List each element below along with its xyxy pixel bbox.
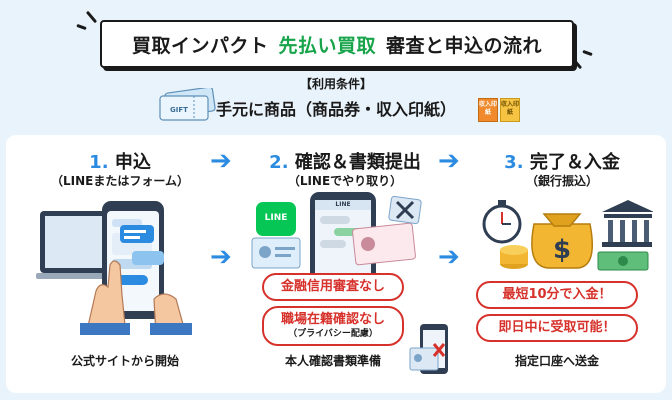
arrow-right-icon: ➔ bbox=[438, 146, 460, 176]
revenue-stamp-icon: 収入印紙 bbox=[478, 98, 498, 122]
step-1-subtitle: （LINEまたはフォーム） bbox=[51, 174, 189, 188]
svg-text:$: $ bbox=[553, 235, 571, 265]
revenue-stamp-icon: 収入印紙 bbox=[500, 98, 520, 122]
decoration-spark bbox=[76, 23, 87, 31]
smartphone-application-illustration bbox=[36, 195, 206, 336]
same-day-receipt-badge: 即日中に受取可能！ bbox=[476, 314, 638, 342]
phone-document-icon bbox=[408, 322, 454, 380]
step-2-caption: 本人確認書類準備 bbox=[284, 354, 381, 368]
step-2-title: 2. 確認＆書類提出 bbox=[269, 152, 421, 173]
title-text-part1: 買取インパクト bbox=[131, 34, 269, 57]
step-3-caption: 指定口座へ送金 bbox=[514, 354, 599, 368]
decoration-spark bbox=[582, 49, 593, 57]
step-3-title: 3. 完了＆入金 bbox=[504, 152, 620, 173]
no-workplace-check-badge: 職場在籍確認なし （プライバシー配慮） bbox=[262, 306, 404, 346]
money-bank-illustration: $ bbox=[478, 194, 654, 274]
decoration-spark bbox=[85, 10, 98, 24]
phone-header-label: LINE bbox=[335, 201, 351, 208]
arrow-right-icon: ➔ bbox=[210, 242, 232, 272]
line-logo: LINE bbox=[264, 213, 288, 223]
step-1-title: 1. 申込 bbox=[89, 152, 151, 173]
step-2-subtitle: （LINEでやり取り） bbox=[287, 174, 403, 188]
title-text-part2: 審査と申込の流れ bbox=[386, 34, 543, 57]
gift-card-icon: GIFT bbox=[158, 86, 216, 122]
page-title: 買取インパクト 先払い買取 審査と申込の流れ bbox=[100, 20, 574, 68]
step-3-subtitle: （銀行振込） bbox=[525, 174, 598, 188]
arrow-right-icon: ➔ bbox=[210, 146, 232, 176]
conditions-label: 【利用条件】 bbox=[299, 77, 372, 91]
no-credit-check-badge: 金融信用審査なし bbox=[262, 273, 404, 301]
arrow-right-icon: ➔ bbox=[438, 242, 460, 272]
gift-card-label: GIFT bbox=[170, 106, 188, 114]
fastest-deposit-badge: 最短10分で入金！ bbox=[476, 281, 638, 309]
title-highlight: 先払い買取 bbox=[278, 34, 376, 57]
step-1-caption: 公式サイトから開始 bbox=[70, 354, 179, 368]
conditions-text: 手元に商品（商品券・収入印紙） bbox=[215, 100, 456, 119]
line-document-illustration: LINE LINE bbox=[250, 192, 430, 282]
